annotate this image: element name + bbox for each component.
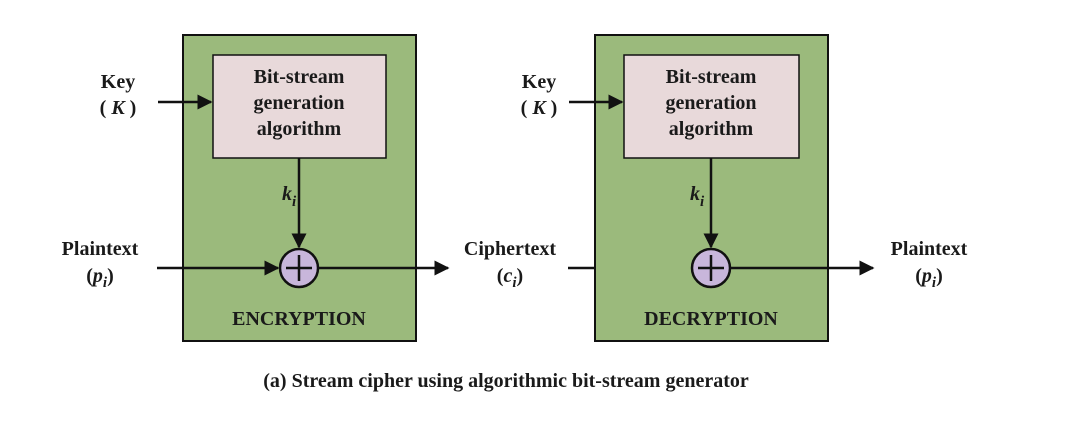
dec-xor-icon: [690, 247, 732, 289]
dec-ki-letter: k: [690, 183, 700, 205]
pi-sub: i: [103, 275, 108, 291]
enc-ki-label: ki: [282, 183, 297, 210]
dec-ki-label: ki: [690, 183, 705, 210]
plaintext-input-label: Plaintext: [62, 238, 139, 260]
dec-key-label: Key: [522, 71, 556, 93]
dec-box-line-2: generation: [665, 92, 756, 114]
enc-box-line-2: generation: [253, 92, 344, 114]
encryption-panel: Bit-stream generation algorithm ki ENCRY…: [182, 34, 417, 342]
dec-key-symbol: ( K ): [521, 97, 558, 119]
dec-ki-sub: i: [700, 194, 705, 210]
decryption-panel: Bit-stream generation algorithm ki DECRY…: [594, 34, 829, 342]
dec-box-line-3: algorithm: [669, 118, 754, 140]
ci-sub: i: [512, 275, 517, 291]
enc-box-line-1: Bit-stream: [254, 66, 345, 88]
pi-letter: p: [91, 265, 103, 287]
enc-key-symbol: ( K ): [100, 97, 137, 119]
figure-caption: (a) Stream cipher using algorithmic bit-…: [263, 370, 749, 392]
encryption-generator-box: [212, 54, 387, 159]
enc-key-K: K: [110, 97, 126, 119]
ciphertext-label: Ciphertext: [464, 238, 557, 260]
plaintext-output-symbol: (pi): [915, 265, 943, 291]
decryption-label: DECRYPTION: [644, 308, 778, 330]
enc-key-label: Key: [101, 71, 135, 93]
enc-xor-icon: [278, 247, 320, 289]
dec-key-K: K: [531, 97, 547, 119]
po-letter: p: [920, 265, 932, 287]
plaintext-input-symbol: (pi): [86, 265, 114, 291]
enc-ki-letter: k: [282, 183, 292, 205]
encryption-label: ENCRYPTION: [232, 308, 366, 330]
ci-letter: c: [503, 265, 512, 287]
enc-box-line-3: algorithm: [257, 118, 342, 140]
ciphertext-symbol: (ci): [497, 265, 523, 291]
po-sub: i: [932, 275, 937, 291]
dec-box-line-1: Bit-stream: [666, 66, 757, 88]
plaintext-output-label: Plaintext: [891, 238, 968, 260]
enc-ki-sub: i: [292, 194, 297, 210]
